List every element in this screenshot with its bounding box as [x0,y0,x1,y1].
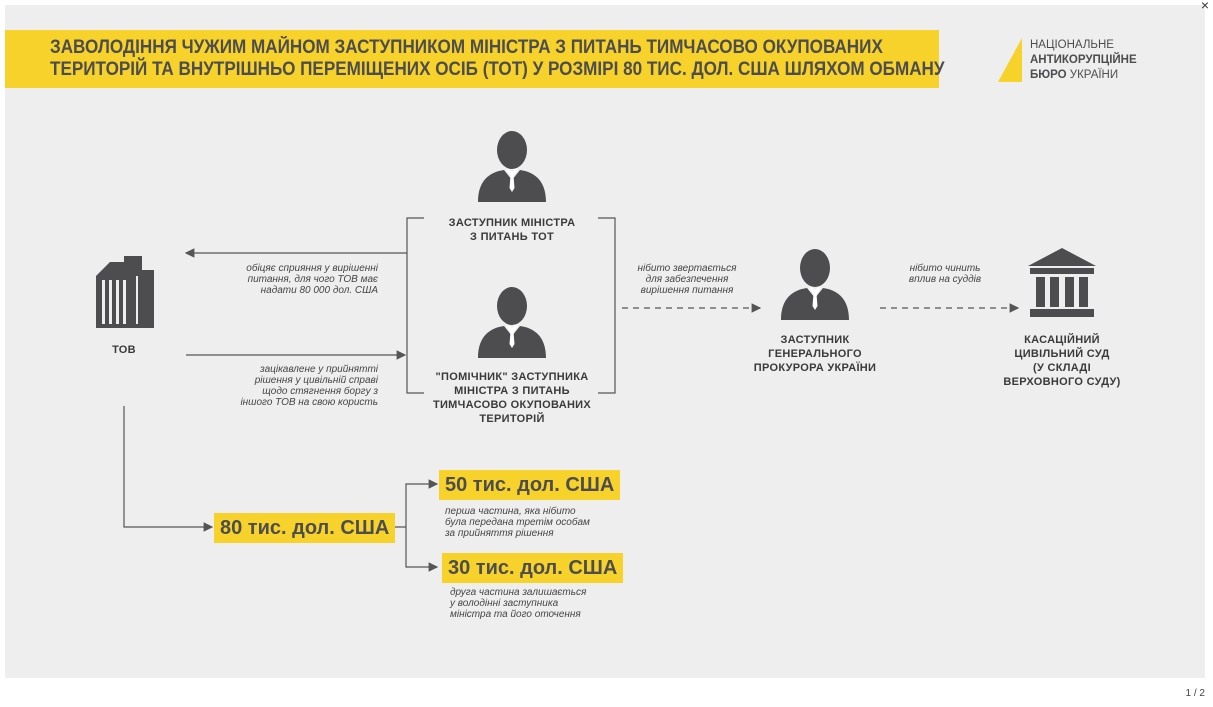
influence-note-line-2: вплив на суддів [908,274,982,285]
court-label: КАСАЦІЙНИЙ ЦИВІЛЬНИЙ СУД (У СКЛАДІ ВЕРХО… [987,333,1137,389]
assistant-line-1: "ПОМІЧНИК" ЗАСТУПНИКА [435,371,589,383]
assistant-person-icon [478,287,546,358]
logo-line-2: АНТИКОРУПЦІЙНЕ [1030,54,1137,66]
interest-note-line-1: зацікавлене у прийнятті [260,364,378,375]
court-line-4: ВЕРХОВНОГО СУДУ) [1003,376,1121,388]
logo-text: НАЦІОНАЛЬНЕ АНТИКОРУПЦІЙНЕ БЮРО УКРАЇНИ [1030,38,1137,83]
part1-amount-badge: 50 тис. дол. США [439,470,621,500]
assistant-line-2: МІНІСТРА З ПИТАНЬ [454,385,570,397]
prosecutor-line-2: ГЕНЕРАЛЬНОГО [768,348,862,360]
logo-line-3-bold: БЮРО [1030,69,1067,81]
part2-note-line-2: у володінні заступника [450,598,559,609]
deputy-minister-line-1: ЗАСТУПНИК МІНІСТРА [448,217,576,229]
prosecutor-person-icon [781,249,849,320]
part1-note: перша частина, яка нібито була передана … [445,506,625,539]
appeal-note-line-1: нібито звертається [637,263,737,274]
appeal-note-line-3: вирішення питання [640,285,734,296]
total-amount-badge: 80 тис. дол. США [214,513,396,543]
promise-note-line-1: обіцяє сприяння у вирішенні [246,263,378,274]
court-building-icon [1028,248,1096,317]
payment-arrow [123,406,214,532]
page-counter: 1 / 2 [1185,688,1205,699]
promise-note-line-3: надати 80 000 дол. США [260,285,378,296]
logo-mark-icon [998,38,1022,82]
split-arrow-part1 [405,479,439,527]
appeal-note-line-2: для забезпечення [645,274,729,285]
part2-note-line-1: друга частина залишається [450,587,587,598]
appeal-note: нібито звертається для забезпечення вирі… [622,263,752,296]
company-building-icon [96,256,154,328]
company-label: ТОВ [112,344,136,356]
title-line-2: ТЕРИТОРІЙ ТА ВНУТРІШНЬО ПЕРЕМІЩЕНИХ ОСІБ… [50,59,945,80]
deputy-minister-label: ЗАСТУПНИК МІНІСТРА З ПИТАНЬ ТОТ [422,216,602,244]
court-line-3: (У СКЛАДІ [1033,362,1091,374]
logo-line-1: НАЦІОНАЛЬНЕ [1030,39,1114,51]
part1-note-line-1: перша частина, яка нібито [445,506,576,517]
split-arrow-part2 [405,527,439,572]
title-banner: ЗАВОЛОДІННЯ ЧУЖИМ МАЙНОМ ЗАСТУПНИКОМ МІН… [5,30,945,88]
deputy-minister-line-2: З ПИТАНЬ ТОТ [470,231,554,243]
assistant-label: "ПОМІЧНИК" ЗАСТУПНИКА МІНІСТРА З ПИТАНЬ … [412,370,612,426]
part1-note-line-3: за прийняття рішення [445,528,554,539]
interest-note-line-2: рішення у цивільній справі [254,375,378,386]
nabu-logo: НАЦІОНАЛЬНЕ АНТИКОРУПЦІЙНЕ БЮРО УКРАЇНИ [998,36,1158,86]
interest-note: зацікавлене у прийнятті рішення у цивіль… [196,364,378,408]
part2-amount-badge: 30 тис. дол. США [442,553,624,583]
promise-note: обіцяє сприяння у вирішенні питання, для… [196,263,378,296]
influence-note: нібито чинить вплив на суддів [880,263,1010,285]
assistant-line-3: ТИМЧАСОВО ОКУПОВАНИХ [432,399,592,411]
logo-line-3-rest: УКРАЇНИ [1066,69,1119,81]
actors-bracket-left [406,217,424,394]
logo-line-3: БЮРО УКРАЇНИ [1030,68,1137,83]
part1-note-line-2: була передана третім особам [445,517,590,528]
actors-bracket-right [598,217,616,394]
promise-note-line-2: питання, для чого ТОВ має [247,274,378,285]
assistant-line-4: ТЕРИТОРІЙ [479,413,545,425]
deputy-minister-person-icon [478,131,546,202]
page-title: ЗАВОЛОДІННЯ ЧУЖИМ МАЙНОМ ЗАСТУПНИКОМ МІН… [50,37,945,81]
prosecutor-line-1: ЗАСТУПНИК [780,334,850,346]
title-line-1: ЗАВОЛОДІННЯ ЧУЖИМ МАЙНОМ ЗАСТУПНИКОМ МІН… [50,37,883,58]
interest-note-line-4: іншого ТОВ на свою користь [240,397,378,408]
influence-note-line-1: нібито чинить [909,263,981,274]
court-line-1: КАСАЦІЙНИЙ [1024,334,1100,346]
part2-note-line-3: міністра та його оточення [450,609,581,620]
court-line-2: ЦИВІЛЬНИЙ СУД [1014,348,1110,360]
close-button[interactable]: × [1200,0,1209,13]
prosecutor-label: ЗАСТУПНИК ГЕНЕРАЛЬНОГО ПРОКУРОРА УКРАЇНИ [735,333,895,375]
interest-note-line-3: щодо стягнення боргу з [262,386,378,397]
part2-note: друга частина залишається у володінні за… [450,587,630,620]
prosecutor-line-3: ПРОКУРОРА УКРАЇНИ [753,362,877,374]
